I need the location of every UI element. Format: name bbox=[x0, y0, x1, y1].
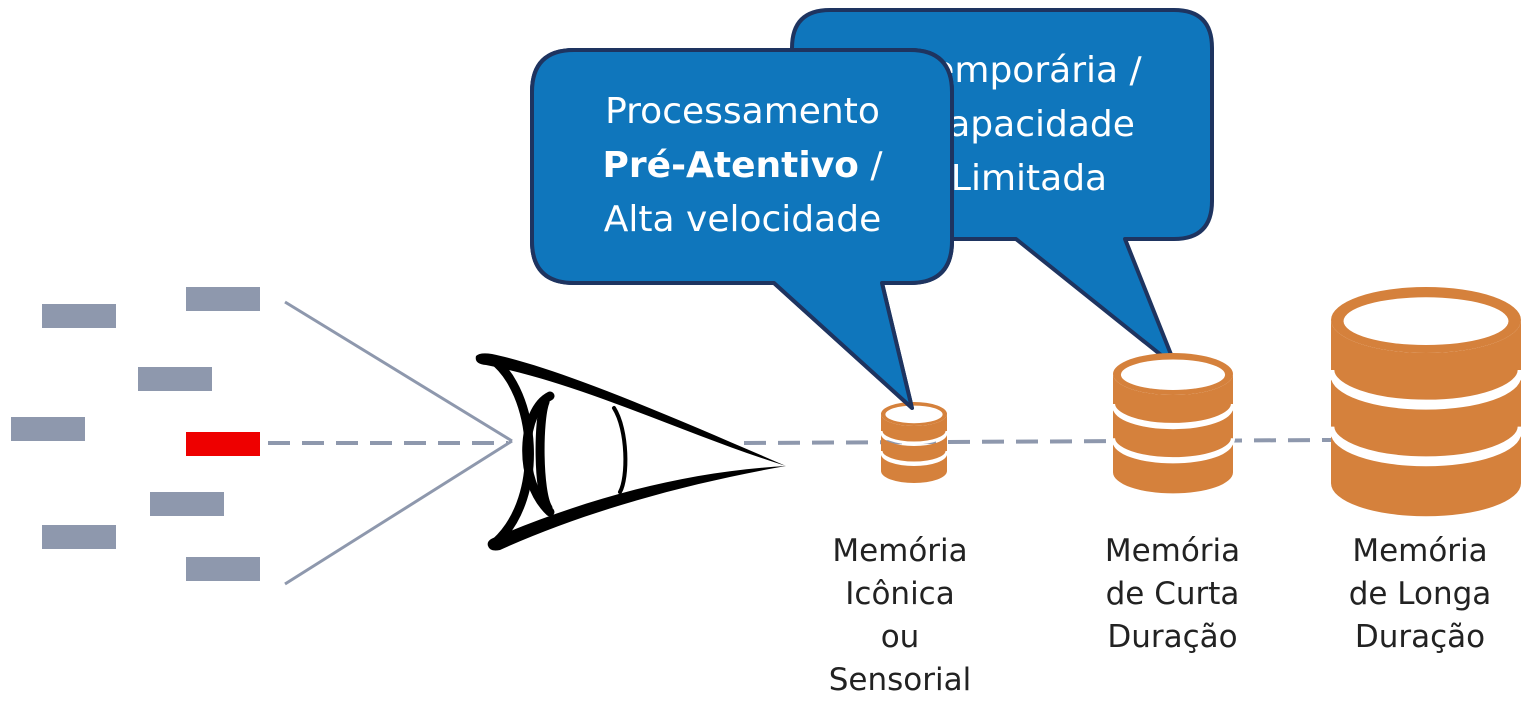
database-disc bbox=[1113, 408, 1233, 460]
memory-label-line: Memória bbox=[832, 533, 968, 569]
callout-iconic-balloon-overlay bbox=[530, 48, 954, 410]
database-disc bbox=[881, 454, 947, 483]
memory-label-line: Memória bbox=[1352, 533, 1488, 569]
callout-iconic-line1: Processamento bbox=[605, 91, 880, 132]
memory-label-iconic: Memória Icônica ou Sensorial bbox=[820, 530, 980, 702]
database-top-inset bbox=[1120, 359, 1226, 390]
callout-iconic-line2-rest: / bbox=[858, 145, 883, 186]
stimulus-bar bbox=[11, 417, 85, 441]
eye-iris-inner bbox=[535, 397, 553, 513]
memory-label-line: de Longa bbox=[1348, 576, 1492, 612]
database-icon bbox=[879, 402, 949, 483]
eye-lens bbox=[612, 406, 628, 494]
memory-label-long-term: Memória de Longa Duração bbox=[1325, 530, 1515, 659]
memory-label-short-term: Memória de Curta Duração bbox=[1080, 530, 1265, 659]
memory-label-line: Duração bbox=[1354, 619, 1486, 655]
callout-short-term-line2: Capacidade bbox=[923, 104, 1135, 145]
database-disc bbox=[881, 414, 947, 443]
database-icon bbox=[1110, 353, 1236, 494]
database-separator bbox=[1110, 437, 1236, 462]
stimulus-bar bbox=[42, 304, 116, 328]
memory-label-line: Duração bbox=[1107, 619, 1238, 655]
database-disc bbox=[1331, 433, 1521, 517]
fov-upper-line bbox=[284, 300, 513, 443]
callout-short-term-line1: Temporária / bbox=[916, 50, 1142, 91]
memory-label-line: Sensorial bbox=[828, 662, 972, 698]
callout-iconic-text: Processamento Pré-Atentivo / Alta veloci… bbox=[545, 85, 940, 247]
database-separator bbox=[1327, 426, 1522, 463]
fov-lower-line bbox=[284, 439, 513, 586]
stimulus-bars bbox=[11, 287, 260, 581]
memory-label-line: de Curta bbox=[1105, 576, 1240, 612]
stimulus-bar bbox=[42, 525, 116, 549]
eye-icon bbox=[475, 353, 786, 551]
memory-label-line: ou bbox=[880, 619, 920, 655]
field-of-view-lines bbox=[284, 300, 513, 586]
eye-lower-lid bbox=[487, 466, 786, 551]
database-disc bbox=[1331, 320, 1521, 403]
database-top-inset bbox=[885, 405, 943, 424]
eye-upper-lid bbox=[475, 353, 786, 466]
database-separator bbox=[879, 430, 949, 445]
database-disc bbox=[1113, 374, 1233, 425]
callout-short-term-text: Temporária / Capacidade Limitada bbox=[884, 44, 1174, 206]
database-disc bbox=[881, 434, 947, 463]
callout-iconic-line3: Alta velocidade bbox=[603, 199, 882, 240]
database-separator bbox=[879, 450, 949, 465]
database-disc bbox=[1331, 376, 1521, 460]
callout-iconic-line2: Pré-Atentivo / bbox=[545, 139, 940, 193]
database-icon bbox=[1327, 287, 1522, 517]
database-separator bbox=[1110, 403, 1236, 428]
database-top-inset bbox=[1343, 297, 1509, 346]
memory-label-line: Memória bbox=[1104, 533, 1241, 569]
callout-iconic-emphasis: Pré-Atentivo bbox=[602, 145, 859, 186]
database-separator bbox=[1327, 369, 1522, 407]
stimulus-bar bbox=[150, 492, 224, 516]
memory-label-line: Icônica bbox=[845, 576, 955, 612]
database-disc bbox=[1113, 442, 1233, 494]
stimulus-bar bbox=[186, 287, 260, 311]
callout-short-term-line3: Limitada bbox=[950, 158, 1108, 199]
highlighted-stimulus-bar bbox=[186, 432, 260, 456]
stimulus-bar bbox=[186, 557, 260, 581]
stimulus-bar bbox=[138, 367, 212, 391]
